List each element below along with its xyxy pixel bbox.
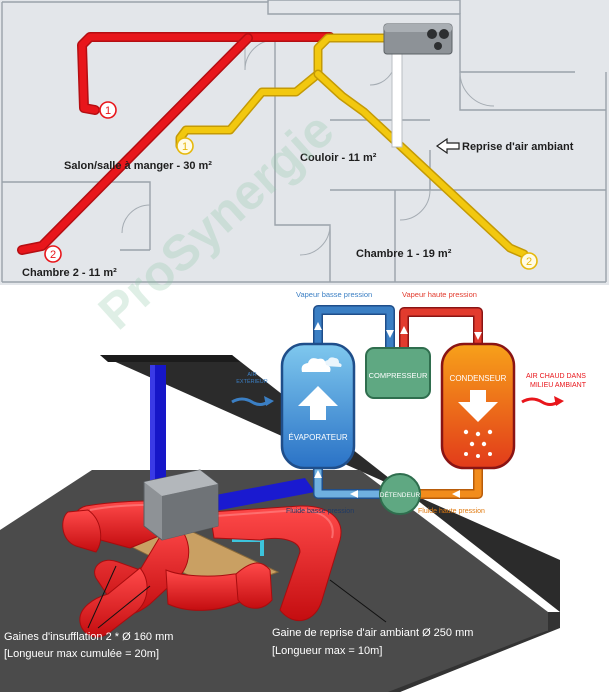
label-fluide-basse: Fluide basse pression <box>286 508 354 515</box>
condenser: CONDENSEUR <box>442 344 514 468</box>
label-vapeur-haute: Vapeur haute pression <box>402 290 477 299</box>
reprise-label: Reprise d'air ambiant <box>462 141 574 153</box>
caption-reprise-2: [Longueur max = 10m] <box>272 645 382 657</box>
label-fluide-haute: Fluide haute pression <box>418 508 485 515</box>
label-air-chaud-2: MILIEU AMBIANT <box>530 382 587 389</box>
label-air-exterieur-2: EXTÉRIEUR <box>236 378 268 385</box>
compressor-label: COMPRESSEUR <box>369 371 428 380</box>
evaporator: ÉVAPORATEUR <box>282 344 354 468</box>
room-label-salon: Salon/salle à manger - 30 m² <box>64 160 212 172</box>
return-duct-plan <box>392 52 402 147</box>
expansion-valve: DÉTENDEUR <box>380 474 421 514</box>
caption-reprise-1: Gaine de reprise d'air ambiant Ø 250 mm <box>272 627 473 639</box>
outlet-number-yellow-1: 1 <box>182 141 188 153</box>
evaporator-label: ÉVAPORATEUR <box>288 433 347 442</box>
room-label-chambre1: Chambre 1 - 19 m² <box>356 248 452 260</box>
expansion-valve-label: DÉTENDEUR <box>380 490 421 499</box>
outlet-number-red-2: 2 <box>50 249 56 261</box>
label-vapeur-basse: Vapeur basse pression <box>296 290 372 299</box>
outlet-number-red-1: 1 <box>105 105 111 117</box>
room-label-chambre2: Chambre 2 - 11 m² <box>22 267 117 279</box>
caption-insufflation-2: [Longueur max cumulée = 20m] <box>4 648 159 660</box>
condenser-label: CONDENSEUR <box>450 374 507 383</box>
air-handler-unit-plan <box>384 24 452 54</box>
caption-insufflation-1: Gaines d'insufflation 2 * Ø 160 mm <box>4 631 173 643</box>
compressor: COMPRESSEUR <box>366 348 430 398</box>
label-air-chaud-1: AIR CHAUD DANS <box>526 373 586 380</box>
outlet-number-yellow-2: 2 <box>526 256 532 268</box>
label-air-exterieur-1: AIR <box>247 372 256 378</box>
